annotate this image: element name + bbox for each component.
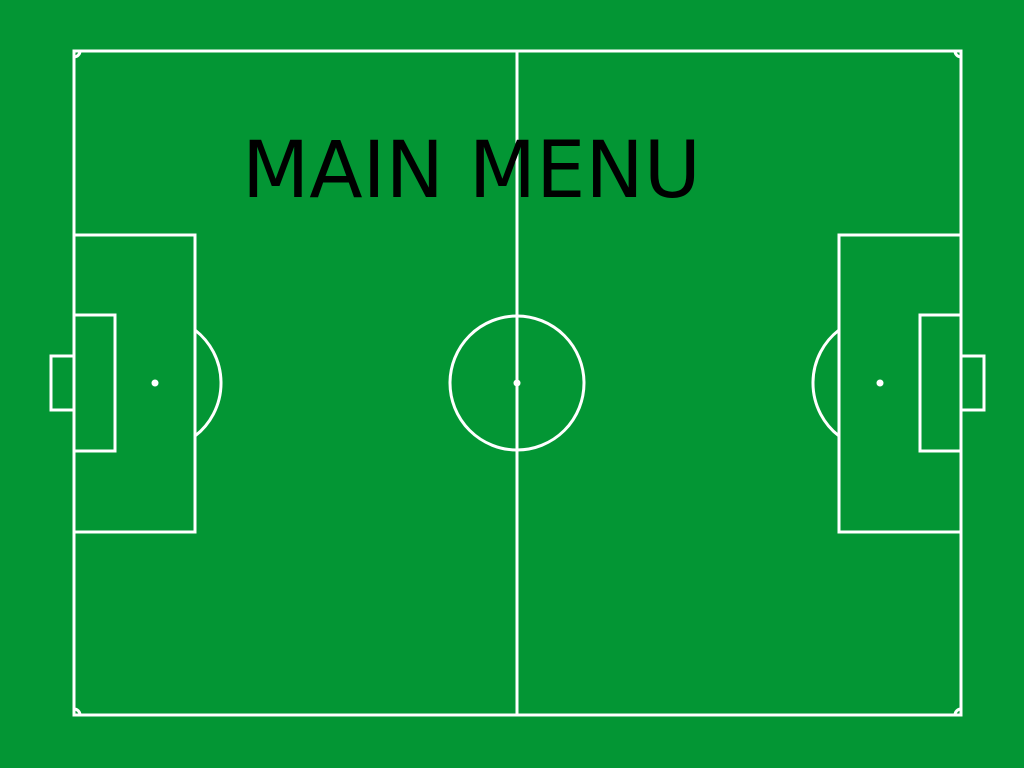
main-menu-title: MAIN MENU	[242, 126, 701, 216]
right-goal	[959, 354, 986, 412]
left-goal	[49, 354, 76, 412]
right-penalty-area	[837, 233, 963, 534]
corner-arc-top-right	[953, 50, 962, 59]
left-penalty-arc	[194, 328, 223, 438]
corner-arc-bottom-right	[953, 707, 962, 716]
center-circle	[448, 314, 586, 452]
right-penalty-arc	[811, 328, 840, 438]
corner-arc-top-left	[73, 50, 82, 59]
left-goal-area	[72, 313, 117, 453]
right-penalty-spot	[876, 379, 884, 387]
left-penalty-area	[72, 233, 197, 534]
left-penalty-spot	[151, 379, 159, 387]
center-spot	[513, 379, 521, 387]
corner-arc-bottom-left	[73, 707, 82, 716]
right-goal-area	[918, 313, 963, 453]
